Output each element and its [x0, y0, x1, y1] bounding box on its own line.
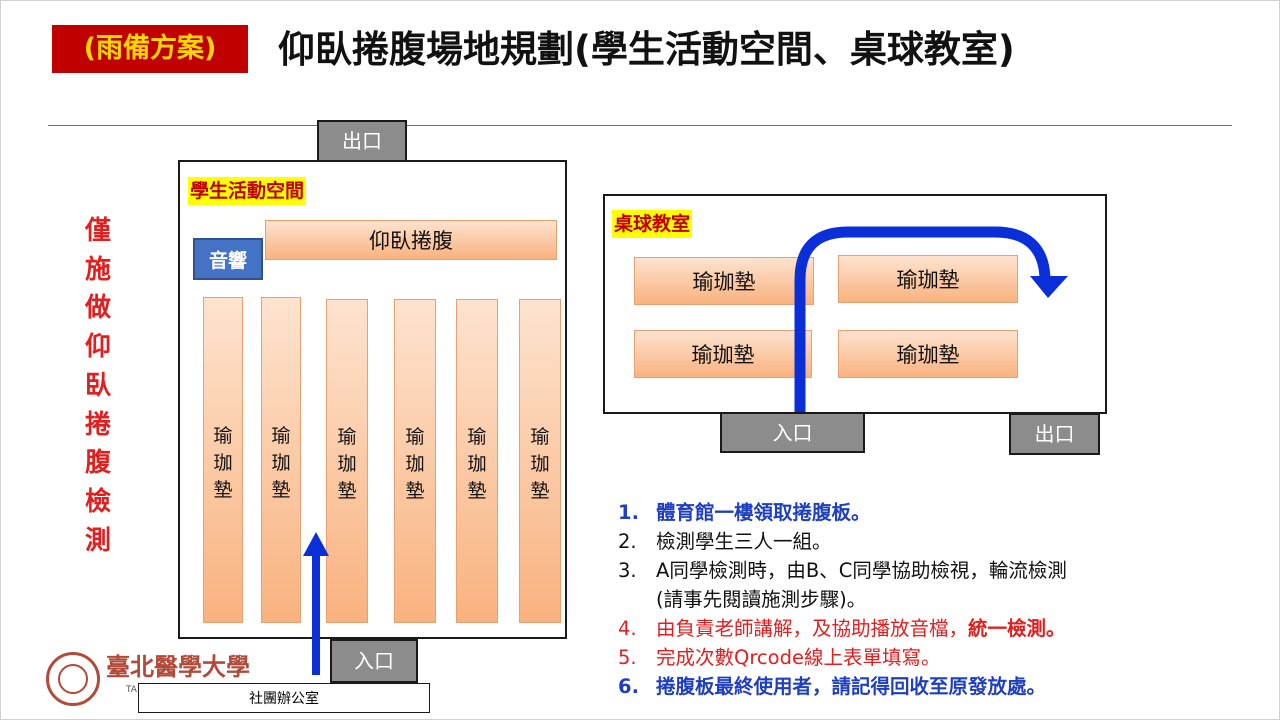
list-item: 6.捲腹板最終使用者，請記得回收至原發放處。: [618, 675, 1047, 698]
yoga-mat: 瑜珈墊: [838, 330, 1018, 378]
table-tennis-entrance-door: 入口: [720, 412, 865, 453]
step-text: 捲腹板最終使用者，請記得回收至原發放處。: [656, 675, 1047, 698]
student-space-entrance-door: 入口: [330, 639, 418, 683]
title-divider: [48, 125, 1232, 126]
student-space-exit-door: 出口: [317, 120, 407, 162]
page-title: 仰臥捲腹場地規劃(學生活動空間、桌球教室): [278, 28, 1015, 71]
situp-banner: 仰臥捲腹: [265, 220, 557, 260]
yoga-mat: 瑜 珈 墊: [326, 299, 368, 623]
list-item: 1.體育館一樓領取捲腹板。: [618, 501, 871, 524]
university-name: 臺北醫學大學: [106, 652, 250, 681]
curved-arrow-icon: [794, 226, 1068, 420]
yoga-mat: 瑜 珈 墊: [519, 299, 561, 623]
university-seal-icon: [46, 652, 100, 706]
step-text-continued: (請事先閱讀施測步驟)。: [656, 588, 867, 611]
speaker-box: 音響: [193, 238, 263, 280]
step-text-emphasis: 統一檢測。: [968, 617, 1066, 640]
yoga-mat: 瑜珈墊: [634, 257, 814, 305]
step-text: 體育館一樓領取捲腹板。: [656, 501, 871, 524]
table-tennis-exit-door: 出口: [1009, 413, 1100, 455]
yoga-mat: 瑜珈墊: [838, 255, 1018, 303]
yoga-mat-label: 瑜 珈 墊: [530, 425, 550, 502]
yoga-mat: 瑜珈墊: [634, 330, 812, 378]
yoga-mat: 瑜 珈 墊: [261, 297, 301, 623]
procedure-steps: 1.體育館一樓領取捲腹板。 2.檢測學生三人一組。 3.A同學檢測時，由B、C同…: [618, 498, 1238, 701]
arrow-up-icon: [303, 532, 329, 675]
club-office: 社團辦公室: [138, 683, 430, 713]
rainy-plan-badge: (雨備方案): [52, 25, 248, 73]
yoga-mat-label: 瑜 珈 墊: [405, 425, 425, 502]
list-item: 5.完成次數Qrcode線上表單填寫。: [618, 646, 941, 669]
step-text: A同學檢測時，由B、C同學協助檢視，輪流檢測: [656, 559, 1067, 582]
yoga-mat: 瑜 珈 墊: [203, 297, 243, 623]
step-text: 由負責老師講解，及協助播放音檔，: [656, 617, 969, 640]
student-space-label: 學生活動空間: [188, 177, 307, 205]
yoga-mat-label: 瑜 珈 墊: [271, 424, 291, 501]
table-tennis-label: 桌球教室: [612, 210, 693, 238]
university-sub: TA: [126, 685, 137, 695]
yoga-mat-label: 瑜 珈 墊: [213, 424, 233, 501]
yoga-mat-label: 瑜 珈 墊: [467, 425, 487, 502]
step-text: 完成次數Qrcode線上表單填寫。: [656, 646, 941, 669]
list-item: 3.A同學檢測時，由B、C同學協助檢視，輪流檢測(請事先閱讀施測步驟)。: [618, 556, 1238, 614]
list-item: 2.檢測學生三人一組。: [618, 530, 832, 553]
list-item: 4.由負責老師講解，及協助播放音檔，統一檢測。: [618, 617, 1066, 640]
yoga-mat-label: 瑜 珈 墊: [337, 425, 357, 502]
step-text: 檢測學生三人一組。: [656, 530, 832, 553]
side-note: 僅 施 做 仰 臥 捲 腹 檢 測: [84, 216, 111, 556]
yoga-mat: 瑜 珈 墊: [456, 299, 498, 623]
yoga-mat: 瑜 珈 墊: [394, 299, 436, 623]
